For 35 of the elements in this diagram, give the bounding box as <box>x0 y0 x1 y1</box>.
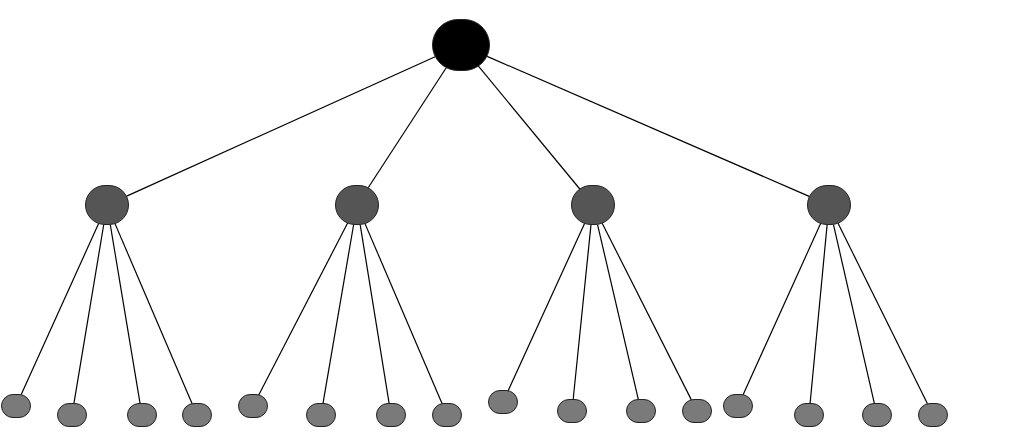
connector-line <box>109 224 141 404</box>
connector-line <box>359 224 390 404</box>
tree-node <box>306 403 336 427</box>
tree-node <box>723 394 753 418</box>
tree-node <box>571 185 615 225</box>
tree-node <box>557 399 587 423</box>
tree-node <box>682 399 712 423</box>
tree-node <box>85 185 129 225</box>
tree-node <box>807 185 851 225</box>
tree-node <box>862 403 892 427</box>
tree-node <box>794 403 824 427</box>
connector-line <box>477 65 581 190</box>
connector-line <box>367 66 447 189</box>
connector-line <box>832 224 875 404</box>
connector-line <box>114 223 193 405</box>
tree-node <box>488 390 518 414</box>
tree-node <box>1 394 31 418</box>
connector-line <box>572 224 592 400</box>
tree-node <box>127 403 157 427</box>
tree-node <box>335 185 379 225</box>
tree-node <box>626 399 656 423</box>
connector-line <box>126 56 436 197</box>
connector-line <box>486 55 810 197</box>
connector-line <box>322 224 355 404</box>
connector-line <box>809 224 828 404</box>
tree-node <box>432 19 490 71</box>
connector-line <box>364 223 443 405</box>
tree-node <box>238 394 268 418</box>
tree-node <box>918 403 948 427</box>
tree-node <box>376 403 406 427</box>
connector-line <box>596 223 639 400</box>
tree-node <box>57 403 87 427</box>
connector-line <box>73 224 105 404</box>
tree-node <box>182 403 212 427</box>
tree-node <box>432 403 462 427</box>
